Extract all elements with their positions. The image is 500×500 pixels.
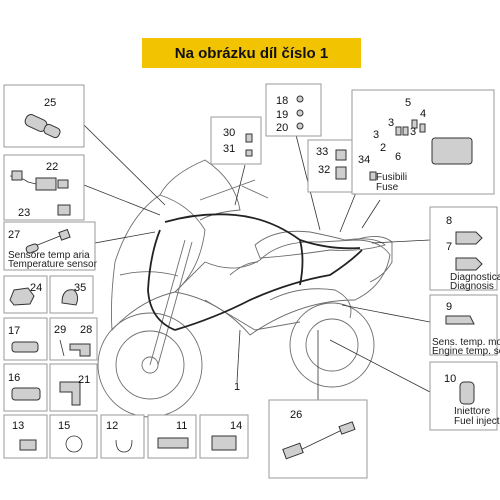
box-part-30-31 — [210, 116, 262, 165]
part-25-drawing — [24, 114, 61, 139]
leader-lines — [83, 124, 431, 400]
part-23-drawing — [57, 204, 71, 216]
part-16-drawing — [11, 387, 41, 401]
part-7-8-drawing — [455, 231, 483, 271]
part-number-29: 29 — [54, 324, 66, 336]
part-number-5: 5 — [405, 97, 411, 109]
part-32-33-drawing — [335, 149, 347, 180]
label-engine-it: Sens. temp. motore — [432, 337, 500, 348]
part-14-drawing — [211, 435, 237, 451]
label-fuse-it: Fusibili — [376, 172, 407, 183]
box-part-7-8 — [429, 206, 498, 291]
part-number-13: 13 — [12, 420, 24, 432]
title-banner: Na obrázku díl číslo 1 — [142, 38, 361, 68]
part-number-2: 2 — [380, 142, 386, 154]
part-number-8: 8 — [446, 215, 452, 227]
part-30-31-drawing — [245, 133, 253, 157]
box-part-25 — [3, 84, 85, 148]
part-27-drawing — [25, 228, 71, 254]
part-number-14: 14 — [230, 420, 242, 432]
part-10-drawing — [459, 381, 475, 405]
part-number-30: 30 — [223, 127, 235, 139]
box-part-22-23 — [3, 154, 85, 221]
part-number-11: 11 — [176, 420, 187, 432]
part-number-6: 6 — [395, 151, 401, 163]
part-number-34: 34 — [358, 154, 370, 166]
part-2-6-drawing — [369, 119, 473, 181]
label-sensor-air-it: Sensore temp aria — [8, 250, 90, 261]
part-26-drawing — [282, 421, 356, 460]
label-engine-en: Engine temp. sensor — [432, 346, 500, 357]
part-number-19: 19 — [276, 109, 288, 121]
wiring-harness — [147, 213, 363, 331]
part-9-drawing — [445, 315, 475, 325]
part-number-7: 7 — [446, 241, 452, 253]
part-number-15: 15 — [58, 420, 70, 432]
part-35-drawing — [61, 289, 79, 306]
part-15-drawing — [65, 435, 83, 453]
part-number-27: 27 — [8, 229, 20, 241]
box-part-15 — [49, 414, 98, 459]
part-24-drawing — [9, 287, 35, 306]
box-part-26 — [268, 399, 368, 479]
part-number-24: 24 — [30, 282, 42, 294]
label-sensor-air-en: Temperature sensor — [8, 259, 98, 270]
label-inj-en: Fuel injector — [454, 416, 500, 427]
box-part-11 — [147, 414, 197, 459]
box-part-9 — [429, 294, 498, 356]
box-part-17 — [3, 317, 48, 361]
part-number-17: 17 — [8, 325, 20, 337]
part-number-21: 21 — [78, 374, 90, 386]
part-number-1: 1 — [234, 381, 240, 393]
part-number-10: 10 — [444, 373, 456, 385]
label-inj-it: Iniettore — [454, 406, 491, 417]
part-number-4: 4 — [420, 108, 426, 120]
label-fuse-en: Fuse — [376, 182, 399, 193]
part-number-22: 22 — [46, 161, 58, 173]
part-number-32: 32 — [318, 164, 330, 176]
box-part-13 — [3, 414, 48, 459]
scooter-drawing — [97, 159, 393, 418]
part-21-drawing — [59, 381, 81, 406]
title-text: Na obrázku díl číslo 1 — [174, 44, 329, 62]
part-number-33: 33 — [316, 146, 328, 158]
label-diag-en: Diagnosis — [450, 281, 494, 292]
part-22-drawing — [9, 170, 69, 191]
part-number-9: 9 — [446, 301, 452, 313]
part-13-drawing — [19, 439, 37, 451]
part-number-3a: 3 — [373, 129, 379, 141]
part-number-3b: 3 — [388, 117, 394, 129]
part-17-drawing — [11, 341, 39, 353]
part-18-20-drawing — [296, 95, 304, 130]
part-number-23: 23 — [18, 207, 30, 219]
box-part-18-20 — [265, 83, 322, 137]
part-number-26: 26 — [290, 409, 302, 421]
part-number-28: 28 — [80, 324, 92, 336]
box-part-12 — [100, 414, 145, 459]
part-number-31: 31 — [223, 143, 235, 155]
label-diag-it: Diagnostica — [450, 272, 500, 283]
part-number-20: 20 — [276, 122, 288, 134]
part-number-3c: 3 — [410, 126, 416, 138]
part-12-drawing — [115, 439, 133, 453]
part-number-18: 18 — [276, 95, 288, 107]
part-11-drawing — [157, 437, 189, 449]
box-part-27 — [3, 221, 96, 271]
part-number-35: 35 — [74, 282, 86, 294]
part-number-12: 12 — [106, 420, 118, 432]
part-number-16: 16 — [8, 372, 20, 384]
box-part-32-33 — [307, 139, 356, 193]
part-number-25: 25 — [44, 97, 56, 109]
part-28-29-drawing — [59, 339, 91, 357]
